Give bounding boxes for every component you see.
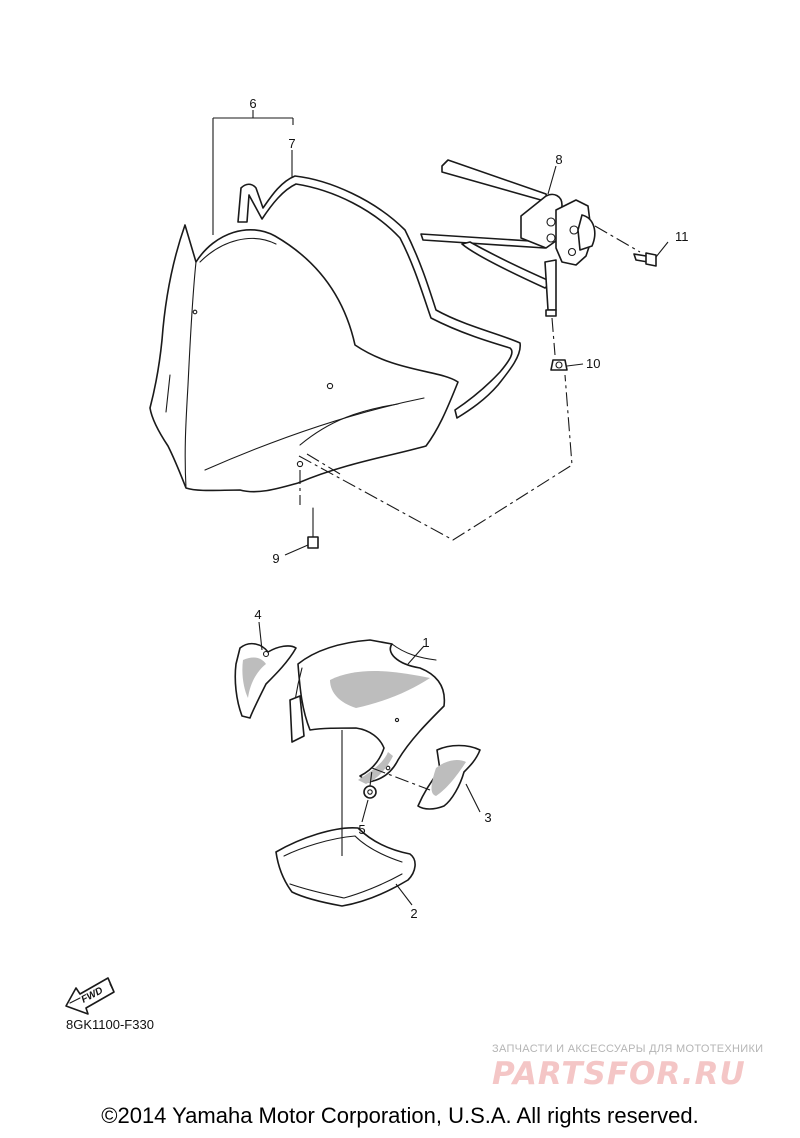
callout-6: 6 [249,96,256,111]
callout-7: 7 [288,136,295,151]
callout-8: 8 [555,152,562,167]
callout-2: 2 [410,906,417,921]
callout-3: 3 [484,810,491,825]
front-cowling-part [289,639,446,784]
callout-11: 11 [675,229,689,244]
screw-9-part [307,507,319,549]
callout-1: 1 [422,635,429,650]
callout-5: 5 [358,822,365,837]
bolt-11-part [633,252,657,267]
side-panel-right-part [417,744,481,810]
watermark-tagline: ЗАПЧАСТИ И АКСЕССУАРЫ ДЛЯ МОТОТЕХНИКИ [492,1043,764,1055]
callout-10: 10 [586,356,600,371]
windshield-stay-part [420,159,596,317]
fwd-arrow-icon: FWD [65,977,115,1015]
windshield-seal-part [237,175,521,419]
nut-10-part [550,359,568,371]
lower-panel-part [275,827,416,907]
copyright-notice: ©2014 Yamaha Motor Corporation, U.S.A. A… [101,1103,699,1128]
callout-4: 4 [254,607,261,622]
grommet-5-part [363,785,377,799]
windshield-part [149,224,459,493]
callout-9: 9 [272,551,279,566]
side-panel-left-part [234,642,297,719]
watermark-logo: PARTSFOR.RU [492,1056,746,1092]
diagram-code: 8GK1100-F330 [66,1017,154,1032]
